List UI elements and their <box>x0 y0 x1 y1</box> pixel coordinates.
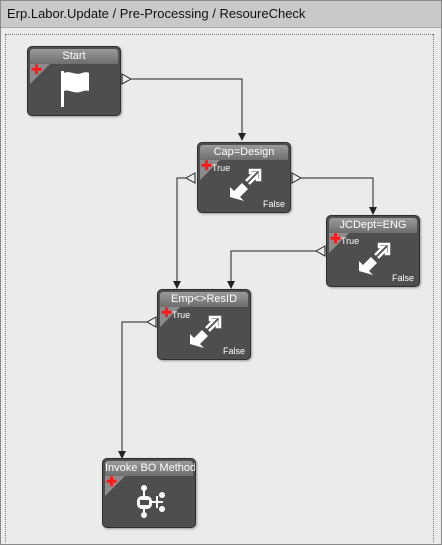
expand-arrow-icon <box>359 242 391 275</box>
false-branch-label: False <box>391 273 414 283</box>
breadcrumb-title: Erp.Labor.Update / Pre-Processing / Reso… <box>7 6 306 21</box>
port-cap-true[interactable] <box>184 172 196 184</box>
node-cap-design-title: Cap=Design <box>200 145 288 160</box>
flag-icon <box>61 71 89 107</box>
false-branch-label: False <box>262 199 285 209</box>
connector-jcdept-true-to-emp[interactable] <box>227 250 317 289</box>
bo-method-icon <box>137 485 165 518</box>
node-start-title: Start <box>30 49 118 64</box>
canvas-guide-right <box>433 34 434 542</box>
node-corner-decoration <box>160 307 180 327</box>
connector-start-to-cap[interactable] <box>131 78 246 141</box>
false-branch-label: False <box>222 346 245 356</box>
node-start[interactable]: Start ✚ <box>27 46 121 116</box>
port-emp-true[interactable] <box>145 316 157 328</box>
add-icon[interactable]: ✚ <box>31 62 42 77</box>
canvas-guide-left <box>5 34 6 542</box>
node-jcdept-eng-title: JCDept=ENG <box>329 218 417 233</box>
node-cap-design[interactable]: Cap=Design ✚ True False <box>197 142 291 213</box>
node-corner-decoration <box>105 476 125 496</box>
node-jcdept-eng[interactable]: JCDept=ENG ✚ True False <box>326 215 420 287</box>
expand-arrow-icon <box>230 168 262 201</box>
true-branch-label: True <box>341 236 360 246</box>
connector-cap-true-to-emp[interactable] <box>173 177 187 289</box>
add-icon[interactable]: ✚ <box>161 305 172 320</box>
add-icon[interactable]: ✚ <box>106 474 117 489</box>
true-branch-label: True <box>172 310 191 320</box>
node-corner-decoration <box>329 233 349 253</box>
node-corner-decoration <box>30 64 50 84</box>
expand-arrow-icon <box>190 315 222 348</box>
add-icon[interactable]: ✚ <box>201 158 212 173</box>
port-start-out[interactable] <box>121 73 133 85</box>
node-emp-resid[interactable]: Emp<>ResID ✚ True False <box>157 289 251 360</box>
node-emp-resid-title: Emp<>ResID <box>160 292 248 307</box>
add-icon[interactable]: ✚ <box>330 231 341 246</box>
connector-layer <box>118 73 377 459</box>
node-invoke-bo-method-title: Invoke BO Method <box>105 461 196 476</box>
node-invoke-bo-method[interactable]: Invoke BO Method ✚ <box>102 458 196 528</box>
port-jcdept-true[interactable] <box>314 245 326 257</box>
title-bar: Erp.Labor.Update / Pre-Processing / Reso… <box>1 1 441 28</box>
canvas-guide-top <box>5 34 433 35</box>
node-corner-decoration <box>200 160 220 180</box>
true-branch-label: True <box>212 163 231 173</box>
connector-emp-true-to-invoke[interactable] <box>118 321 147 459</box>
designer-canvas[interactable]: Start ✚ Cap=Design ✚ True False JCDept=E… <box>1 28 441 544</box>
connector-cap-false-to-jcdept[interactable] <box>301 177 377 215</box>
port-cap-false[interactable] <box>291 172 303 184</box>
